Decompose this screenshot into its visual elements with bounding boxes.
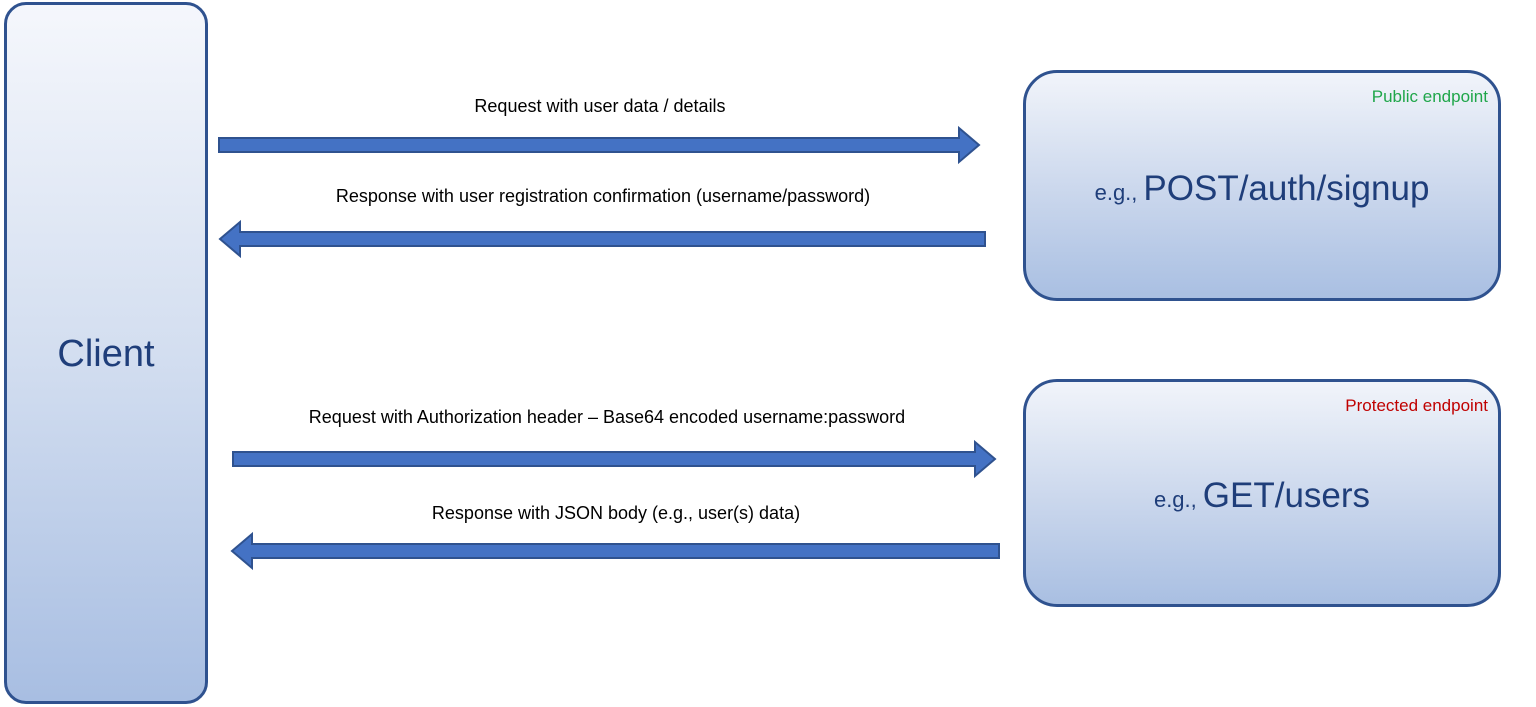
public-endpoint-prefix: e.g.,: [1094, 180, 1138, 205]
arrow-3-label: Request with Authorization header – Base…: [308, 407, 906, 427]
protected-endpoint-prefix: e.g.,: [1153, 487, 1197, 512]
protected-endpoint-tag: Protected endpoint: [1345, 396, 1488, 415]
arrow-3-request-users: [232, 439, 997, 479]
public-endpoint-box: Public endpoint e.g.,POST/auth/signup: [1023, 70, 1501, 301]
protected-endpoint-path: GET/users: [1202, 476, 1371, 515]
public-endpoint-tag: Public endpoint: [1371, 87, 1488, 106]
protected-endpoint-box: Protected endpoint e.g.,GET/users: [1023, 379, 1501, 607]
client-box: Client: [4, 2, 208, 704]
arrow-1-shape: [218, 125, 981, 165]
arrow-3-shape: [232, 439, 997, 479]
arrow-4-shape: [230, 531, 1000, 571]
arrow-4-response-users: [230, 531, 1000, 571]
public-endpoint-text: e.g.,POST/auth/signup: [1026, 169, 1498, 209]
arrow-2-label: Response with user registration confirma…: [335, 186, 871, 206]
arrow-1-label: Request with user data / details: [474, 96, 726, 116]
arrow-2-shape: [218, 219, 986, 259]
client-label: Client: [57, 333, 155, 375]
arrow-4-label: Response with JSON body (e.g., user(s) d…: [431, 503, 801, 523]
arrow-1-request-signup: [218, 125, 981, 165]
public-endpoint-path: POST/auth/signup: [1143, 169, 1430, 208]
arrow-2-response-signup: [218, 219, 986, 259]
protected-endpoint-text: e.g.,GET/users: [1026, 476, 1498, 516]
